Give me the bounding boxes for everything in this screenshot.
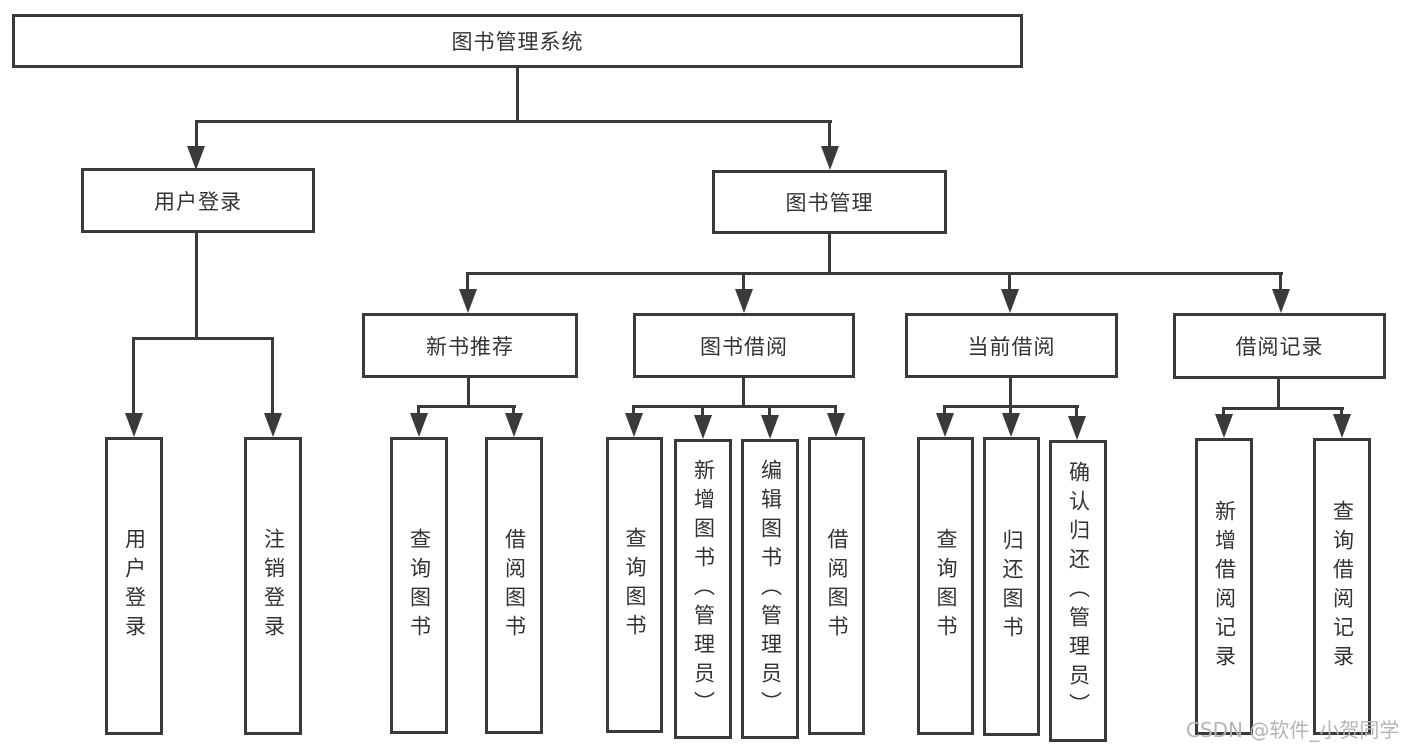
arrowhead-down-icon: [694, 415, 712, 439]
leaf-records-add-label: 新增借阅记录: [1212, 499, 1237, 674]
connector-line: [516, 67, 519, 123]
connector-line: [1075, 407, 1078, 420]
connector-line: [195, 232, 198, 340]
arrowhead-down-icon: [827, 413, 845, 437]
leaf-current-query-label: 查询图书: [934, 528, 958, 644]
leaf-logout: 注销登录: [244, 437, 302, 735]
connector-line: [467, 378, 470, 408]
connector-line: [1277, 379, 1280, 409]
leaf-borrow-query-label: 查询图书: [623, 527, 647, 643]
connector-line: [1222, 407, 1344, 410]
arrowhead-down-icon: [821, 146, 839, 170]
arrowhead-down-icon: [625, 413, 643, 437]
connector-line: [1009, 407, 1012, 417]
csdn-watermark: CSDN @软件_小贺同学: [1186, 718, 1400, 742]
leaf-user-login: 用户登录: [105, 437, 163, 735]
arrowhead-down-icon: [761, 415, 779, 439]
arrowhead-down-icon: [1215, 414, 1233, 438]
node-book-management-label: 图书管理: [785, 191, 874, 215]
arrowhead-down-icon: [410, 413, 428, 437]
connector-line: [742, 274, 745, 291]
connector-line: [195, 120, 832, 123]
leaf-borrow-lend-label: 借阅图书: [825, 528, 849, 644]
arrowhead-down-icon: [1272, 289, 1290, 313]
connector-line: [943, 407, 946, 417]
leaf-borrow-add: 新增图书（管理员）: [674, 439, 732, 739]
node-root: 图书管理系统: [12, 14, 1023, 68]
arrowhead-down-icon: [459, 289, 477, 313]
leaf-newbook-borrow-label: 借阅图书: [502, 527, 527, 644]
connector-line: [828, 122, 831, 148]
connector-line: [701, 407, 704, 419]
arrowhead-down-icon: [936, 413, 954, 437]
node-user-login-label: 用户登录: [154, 189, 242, 214]
arrowhead-down-icon: [264, 413, 282, 437]
arrowhead-down-icon: [125, 413, 143, 437]
leaf-newbook-query-label: 查询图书: [407, 527, 432, 644]
node-book-borrow-label: 图书借阅: [700, 334, 788, 359]
node-book-borrow: 图书借阅: [633, 313, 855, 378]
leaf-logout-label: 注销登录: [261, 528, 286, 644]
leaf-records-query: 查询借阅记录: [1313, 438, 1371, 735]
leaf-current-confirm-return: 确认归还（管理员）: [1049, 440, 1107, 742]
arrowhead-down-icon: [1001, 289, 1019, 313]
connector-line: [768, 407, 771, 419]
leaf-records-query-label: 查询借阅记录: [1330, 499, 1355, 674]
node-borrow-records-label: 借阅记录: [1235, 335, 1324, 359]
connector-line: [195, 122, 198, 148]
connector-line: [1008, 274, 1011, 291]
node-new-book-recommend-label: 新书推荐: [426, 334, 514, 359]
arrowhead-down-icon: [1002, 413, 1020, 437]
leaf-user-login-label: 用户登录: [122, 528, 147, 644]
leaf-records-add: 新增借阅记录: [1195, 438, 1253, 735]
leaf-current-confirm-return-label: 确认归还（管理员）: [1066, 460, 1091, 722]
leaf-borrow-edit: 编辑图书（管理员）: [741, 439, 799, 739]
leaf-newbook-borrow: 借阅图书: [485, 437, 543, 734]
connector-line: [632, 405, 837, 408]
node-root-label: 图书管理系统: [451, 30, 584, 54]
connector-line: [742, 378, 745, 408]
connector-line: [632, 407, 635, 417]
arrowhead-down-icon: [1068, 416, 1086, 440]
node-new-book-recommend: 新书推荐: [362, 313, 578, 378]
leaf-borrow-edit-label: 编辑图书（管理员）: [758, 458, 783, 720]
connector-line: [466, 272, 1283, 275]
leaf-borrow-query: 查询图书: [606, 437, 663, 733]
leaf-borrow-add-label: 新增图书（管理员）: [691, 458, 716, 720]
connector-line: [132, 337, 274, 340]
connector-line: [271, 339, 274, 417]
leaf-current-return-label: 归还图书: [1000, 528, 1024, 645]
connector-line: [512, 407, 515, 417]
node-borrow-records: 借阅记录: [1173, 313, 1386, 379]
connector-line: [1222, 409, 1225, 418]
node-user-login: 用户登录: [81, 168, 315, 233]
leaf-borrow-lend: 借阅图书: [808, 437, 865, 735]
connector-line: [943, 405, 1079, 408]
connector-line: [417, 407, 420, 417]
node-book-management: 图书管理: [712, 170, 947, 234]
leaf-newbook-query: 查询图书: [390, 437, 448, 734]
connector-line: [1279, 274, 1282, 291]
connector-line: [834, 407, 837, 417]
connector-line: [1009, 378, 1012, 408]
node-current-borrow: 当前借阅: [905, 313, 1118, 378]
connector-line: [132, 339, 135, 417]
arrowhead-down-icon: [505, 413, 523, 437]
connector-line: [466, 274, 469, 291]
arrowhead-down-icon: [187, 146, 205, 170]
connector-line: [417, 405, 516, 408]
arrowhead-down-icon: [735, 289, 753, 313]
arrowhead-down-icon: [1333, 414, 1351, 438]
node-current-borrow-label: 当前借阅: [967, 334, 1056, 359]
connector-line: [1340, 409, 1343, 418]
leaf-current-query: 查询图书: [917, 437, 974, 735]
leaf-current-return: 归还图书: [983, 437, 1040, 736]
connector-line: [828, 233, 831, 275]
